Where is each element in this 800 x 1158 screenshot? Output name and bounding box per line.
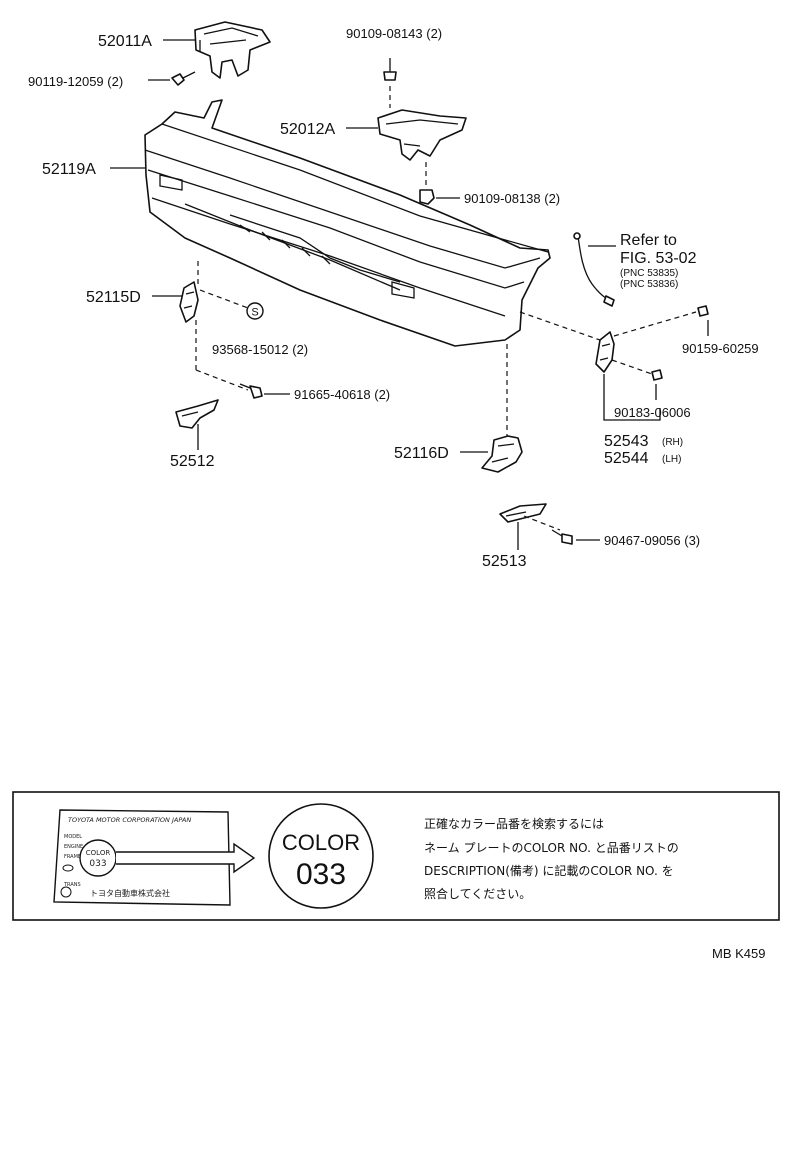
plate-color-number: 033 (89, 859, 106, 869)
label-52116D: 52116D (394, 445, 449, 462)
label-90159-60259: 90159-60259 (682, 341, 759, 356)
label-90119-12059: 90119-12059 (2) (28, 74, 123, 89)
bolt-90109-08143-drawing (383, 58, 397, 81)
bracket-52543-drawing (595, 331, 615, 373)
circle-color-number: 033 (296, 858, 346, 891)
bumper-cover-52119A-drawing (144, 99, 551, 347)
bolt-90119-drawing (171, 71, 196, 86)
instruction-line-2: ネーム プレートのCOLOR NO. と品番リストの (424, 841, 679, 855)
nut-90183-drawing (651, 369, 663, 381)
plate-company: TOYOTA MOTOR CORPORATION JAPAN (68, 816, 191, 824)
plate-trans: TRANS (63, 882, 81, 888)
bracket-52116D-drawing (481, 435, 523, 473)
label-pnc-53835: (PNC 53835) (620, 268, 678, 279)
bracket-52011A-drawing (194, 21, 271, 79)
label-52543: 52543 (604, 433, 649, 450)
wire-harness-drawing (573, 232, 615, 307)
bracket-52513-drawing (499, 503, 547, 523)
label-52512: 52512 (170, 453, 215, 470)
label-90467-09056: 90467-09056 (3) (604, 533, 700, 548)
bolt-90467-drawing (551, 529, 573, 545)
label-52012A: 52012A (280, 121, 335, 138)
nut-90109-08138-drawing (419, 189, 435, 205)
instruction-line-3: DESCRIPTION(備考) に記載のCOLOR NO. を (424, 863, 674, 878)
color-code-circle: COLOR 033 (268, 803, 374, 909)
s-mark: S (251, 307, 258, 319)
instruction-line-1: 正確なカラー品番を検索するには (424, 816, 604, 831)
label-52543-rh: (RH) (662, 437, 683, 448)
color-number-box: TOYOTA MOTOR CORPORATION JAPAN MODEL ENG… (12, 791, 780, 921)
plate-engine: ENGINE (64, 844, 83, 850)
label-90109-08138: 90109-08138 (2) (464, 191, 560, 206)
diagram-code: MB K459 (712, 946, 765, 961)
label-52544-lh: (LH) (662, 454, 681, 465)
circle-color-label: COLOR (282, 830, 360, 855)
label-52544: 52544 (604, 450, 649, 467)
label-52115D: 52115D (86, 289, 141, 306)
plate-model: MODEL (64, 834, 82, 840)
bolt-90159-drawing (697, 305, 709, 317)
label-90109-08143: 90109-08143 (2) (346, 26, 442, 41)
label-90183-06006: 90183-06006 (614, 405, 691, 420)
bracket-52115D-drawing (179, 281, 199, 323)
plate-frame: FRAME (64, 854, 81, 860)
arrow-icon (116, 842, 256, 874)
label-52119A: 52119A (42, 161, 96, 178)
plate-color-label: COLOR (86, 849, 111, 857)
s-clip-93568-drawing: S (246, 302, 264, 320)
label-93568-15012: 93568-15012 (2) (212, 342, 308, 357)
bolt-91665-drawing (239, 383, 263, 399)
label-52011A: 52011A (98, 33, 152, 50)
label-52513: 52513 (482, 553, 527, 570)
bracket-52512-drawing (175, 399, 219, 429)
plate-maker: トヨタ自動車株式会社 (90, 888, 170, 898)
label-fig-53-02: FIG. 53-02 (620, 250, 697, 267)
label-refer-to: Refer to (620, 232, 677, 249)
label-pnc-53836: (PNC 53836) (620, 279, 678, 290)
bracket-52012A-drawing (377, 109, 467, 161)
label-91665-40618: 91665-40618 (2) (294, 387, 390, 402)
instruction-line-4: 照合してください。 (424, 886, 531, 901)
